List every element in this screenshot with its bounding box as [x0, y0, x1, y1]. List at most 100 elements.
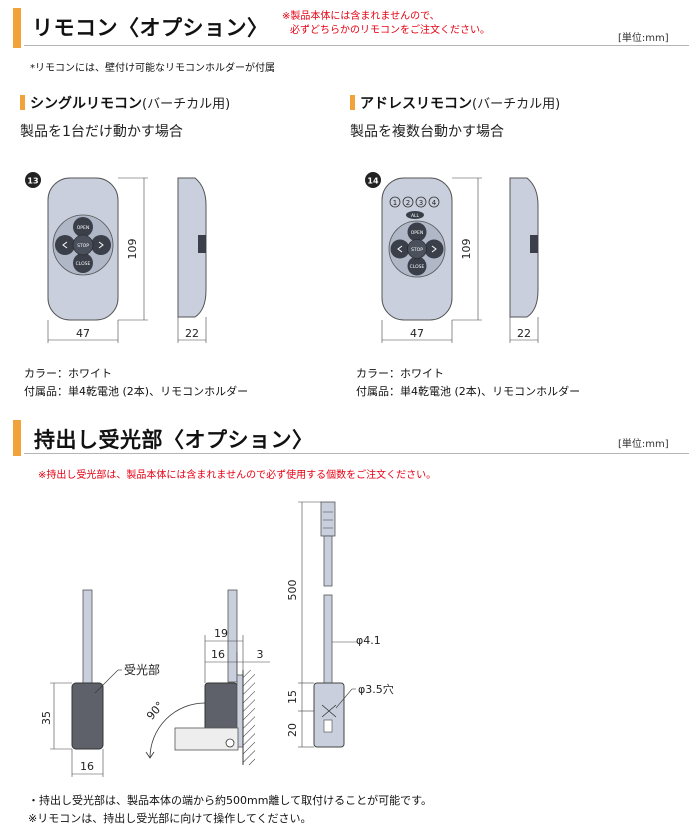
address-remote-badge-number: 14	[367, 177, 379, 186]
single-remote-badge	[25, 172, 41, 188]
single-remote-title: シングルリモコン	[30, 96, 142, 112]
single-remote-stop-label: STOP	[77, 243, 89, 249]
address-remote-channel-4	[428, 196, 440, 208]
single-remote-side-holder	[198, 235, 206, 253]
address-remote-drawing: 14 1 2 3 4 ALL OPEN STOP CLOSE 109 47 22	[365, 172, 539, 343]
single-remote-left-arrow-icon	[62, 241, 68, 249]
receiver-header-rule	[24, 453, 689, 454]
receiver-slot	[323, 719, 333, 733]
receiver-drawing: 受光部 35 16 90° 19 16 3 500 φ4.1 15 20	[40, 501, 394, 777]
section-accent-bar	[13, 8, 21, 48]
single-remote-left-button	[55, 235, 75, 255]
single-remote-open-button	[73, 217, 93, 237]
address-remote-accessories: 付属品：単4乾電池 (2本)、リモコンホルダー	[356, 385, 581, 398]
address-remote-channel-1-label: 1	[393, 199, 397, 207]
single-remote-height-dim: 109	[126, 239, 139, 260]
receiver-wall-hatch	[243, 670, 255, 765]
remote-unit-label: [単位:mm]	[618, 33, 669, 44]
remote-section-title: リモコン〈オプション〉	[32, 16, 269, 40]
receiver-pivot-icon	[225, 738, 235, 748]
single-remote-heading: シングルリモコン(バーチカル用)	[30, 93, 230, 113]
remote-order-note-line2: 必ずどちらかのリモコンをご注文ください。	[290, 25, 490, 36]
single-remote-accessories: 付属品：単4乾電池 (2本)、リモコンホルダー	[24, 385, 249, 398]
address-remote-channel-2-label: 2	[406, 199, 410, 207]
address-remote-accent	[350, 95, 355, 110]
address-remote-channel-3	[415, 196, 427, 208]
receiver-footnote-operation: ※リモコンは、持出し受光部に向けて操作してください。	[28, 812, 312, 825]
single-remote-side-view	[177, 177, 207, 318]
single-remote-open-label: OPEN	[77, 225, 89, 231]
address-remote-close-button	[407, 256, 427, 276]
address-remote-right-arrow-icon	[431, 245, 437, 253]
address-remote-desc: 製品を複数台動かす場合	[350, 124, 504, 140]
remote-order-note: ※製品本体には含まれませんので、 必ずどちらかのリモコンをご注文ください。	[282, 10, 490, 38]
receiver-front-body	[71, 682, 104, 750]
address-remote-open-label: OPEN	[411, 230, 423, 236]
single-remote-close-label: CLOSE	[76, 261, 91, 267]
receiver-dim-20: 20	[286, 723, 299, 737]
receiver-dim-phi41: φ4.1	[356, 634, 381, 647]
receiver-rotation-arrow-icon	[145, 751, 155, 759]
receiver-cable-lower	[323, 594, 333, 684]
receiver-dim-phi35: φ3.5穴	[358, 682, 394, 696]
receiver-footnote-distance: ・持出し受光部は、製品本体の端から約500mm離して取付けることが可能です。	[28, 794, 432, 807]
receiver-side-cable	[227, 589, 238, 683]
single-remote-desc: 製品を1台だけ動かす場合	[20, 124, 183, 140]
receiver-rotated-body	[174, 727, 239, 751]
address-remote-color: カラー：ホワイト	[356, 367, 444, 380]
address-remote-side-holder	[530, 235, 538, 253]
single-remote-right-arrow-icon	[98, 241, 104, 249]
single-remote-drawing: 13 OPEN STOP CLOSE 109 47 22	[25, 172, 207, 343]
receiver-front-cable	[82, 589, 93, 686]
receiver-dim-500: 500	[286, 580, 299, 601]
single-remote-width-dim: 47	[76, 327, 90, 340]
receiver-dim-16-top: 16	[211, 648, 225, 661]
address-remote-depth-dim: 22	[517, 327, 531, 340]
single-remote-accent	[20, 95, 25, 110]
address-remote-channel-4-label: 4	[432, 199, 437, 207]
receiver-section-title: 持出し受光部〈オプション〉	[34, 428, 314, 452]
receiver-accent-bar	[13, 420, 21, 456]
address-remote-all-button	[406, 211, 424, 219]
single-remote-badge-number: 13	[27, 177, 38, 186]
receiver-dim-15: 15	[286, 690, 299, 704]
receiver-dim-35: 35	[40, 711, 53, 725]
address-remote-title: アドレスリモコン	[360, 96, 472, 112]
address-remote-close-label: CLOSE	[410, 264, 425, 270]
single-remote-stop-button	[72, 234, 94, 256]
address-remote-right-button	[424, 239, 444, 259]
remote-header-rule	[24, 45, 689, 46]
address-remote-channel-3-label: 3	[419, 199, 423, 207]
address-remote-left-arrow-icon	[397, 245, 403, 253]
single-remote-close-button	[73, 253, 93, 273]
address-remote-height-dim: 109	[460, 239, 473, 260]
address-remote-width-dim: 47	[410, 327, 424, 340]
address-remote-heading: アドレスリモコン(バーチカル用)	[360, 93, 560, 113]
address-remote-stop-button	[407, 239, 427, 259]
receiver-unit-label: [単位:mm]	[618, 439, 669, 450]
address-remote-open-button	[407, 222, 427, 242]
receiver-order-note: ※持出し受光部は、製品本体には含まれませんので必ず使用する個数をご注文ください。	[38, 470, 437, 481]
address-remote-badge	[365, 172, 381, 188]
receiver-dim-3: 3	[257, 648, 264, 661]
address-remote-all-label: ALL	[411, 213, 420, 219]
receiver-connector	[320, 501, 336, 537]
remote-holder-note: *リモコンには、壁付け可能なリモコンホルダーが付属	[30, 63, 275, 74]
address-remote-stop-label: STOP	[411, 247, 423, 253]
address-remote-channel-1	[389, 196, 401, 208]
receiver-full-body	[313, 682, 345, 748]
single-remote-right-button	[91, 235, 111, 255]
single-remote-depth-dim: 22	[185, 327, 199, 340]
receiver-dim-16-bottom: 16	[80, 760, 94, 773]
receiver-cable-upper	[323, 535, 333, 587]
address-remote-channel-2	[402, 196, 414, 208]
address-remote-side-view	[509, 177, 539, 318]
single-remote-color: カラー：ホワイト	[24, 367, 112, 380]
receiver-part-label: 受光部	[124, 662, 160, 677]
receiver-rotation-arc	[149, 702, 206, 759]
receiver-dim-19: 19	[214, 627, 228, 640]
receiver-angle-label: 90°	[144, 699, 166, 722]
remote-order-note-line1: ※製品本体には含まれませんので、	[282, 11, 440, 22]
address-remote-left-button	[390, 239, 410, 259]
single-remote-title-suffix: (バーチカル用)	[142, 97, 231, 112]
